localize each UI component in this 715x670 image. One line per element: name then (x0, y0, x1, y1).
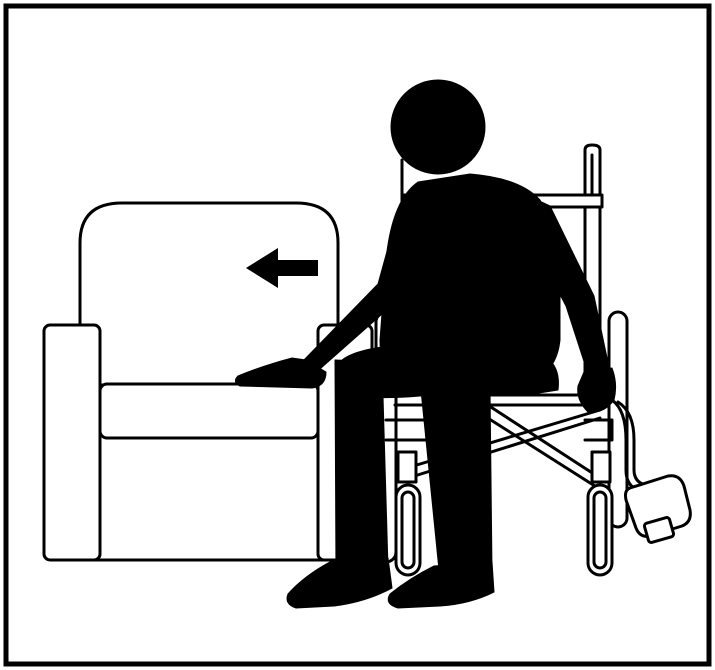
wheelchair-fork-right (592, 452, 610, 482)
armchair-left-arm (44, 325, 100, 560)
person-left-leg (335, 360, 388, 576)
person-head (391, 80, 485, 174)
wheelchair-caster-left-inner (402, 492, 414, 568)
wheelchair-fork-left (398, 452, 416, 482)
wheelchair-caster-right-inner (594, 492, 606, 568)
armchair-cushion (100, 384, 318, 438)
